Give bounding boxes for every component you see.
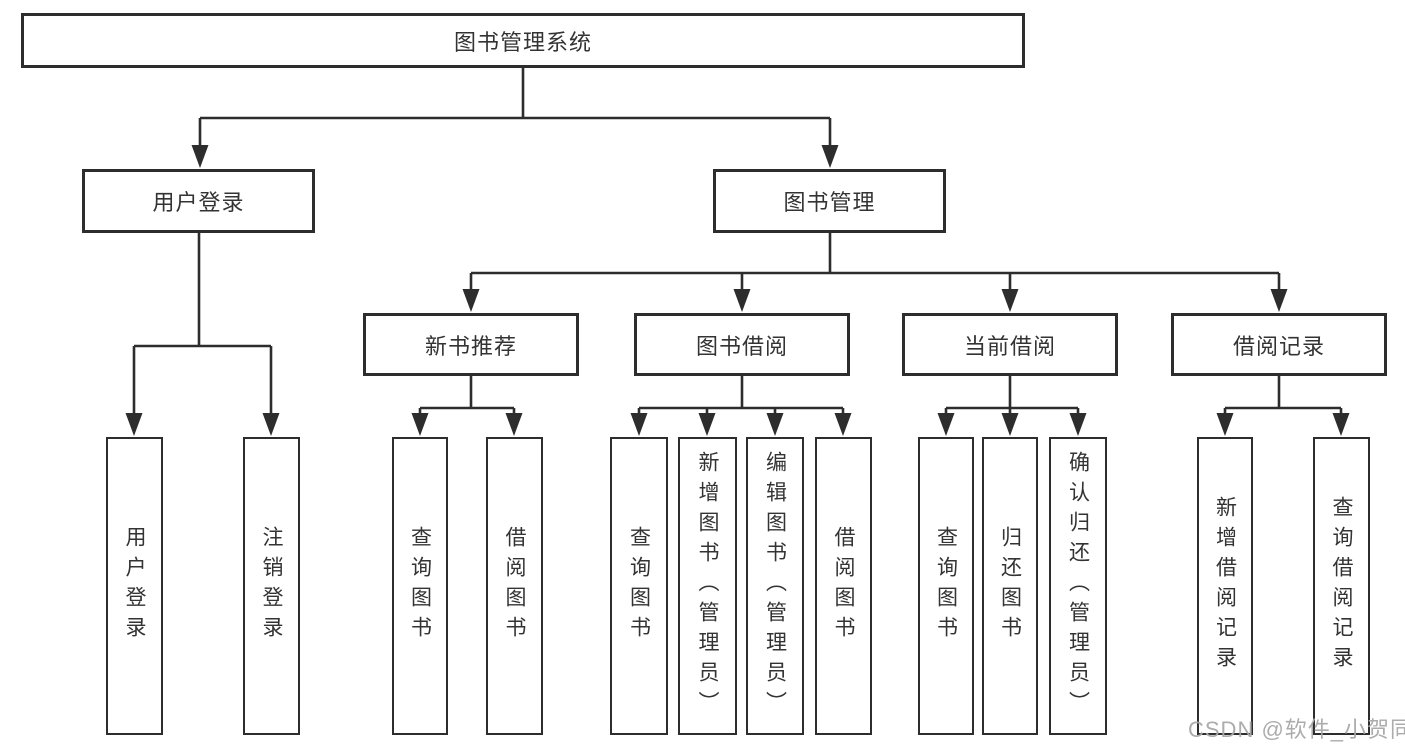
node-book-management: 图书管理 — [713, 169, 946, 233]
node-label: 用户登录 — [123, 526, 146, 646]
leaf-records-query-record: 查询借阅记录 — [1313, 437, 1370, 735]
node-label: 借阅图书 — [503, 526, 526, 646]
node-label: 查询图书 — [627, 526, 651, 646]
node-root: 图书管理系统 — [21, 13, 1025, 68]
leaf-records-add-record: 新增借阅记录 — [1197, 437, 1253, 735]
node-label: 图书管理系统 — [453, 29, 592, 55]
leaf-current-query-books: 查询图书 — [918, 437, 974, 735]
node-label: 图书管理 — [783, 190, 876, 215]
node-label: 图书借阅 — [695, 333, 788, 359]
node-label: 当前借阅 — [963, 333, 1056, 359]
leaf-user-login: 用户登录 — [106, 437, 163, 735]
leaf-current-return-books: 归还图书 — [982, 437, 1038, 735]
leaf-borrowing-borrow-books: 借阅图书 — [815, 437, 872, 735]
leaf-recommend-query-books: 查询图书 — [392, 437, 448, 735]
node-borrowing-records: 借阅记录 — [1171, 313, 1387, 376]
leaf-current-confirm-return-admin: 确认归还（管理员） — [1049, 437, 1107, 735]
node-current-borrowing: 当前借阅 — [902, 313, 1118, 376]
node-label: 编辑图书（管理员） — [763, 451, 787, 721]
node-label: 用户登录 — [152, 190, 245, 215]
node-label: 新书推荐 — [424, 333, 517, 359]
node-label: 确认归还（管理员） — [1066, 451, 1090, 721]
leaf-recommend-borrow-books: 借阅图书 — [486, 437, 543, 735]
node-label: 借阅图书 — [832, 526, 855, 646]
node-new-book-recommend: 新书推荐 — [363, 313, 579, 376]
node-label: 借阅记录 — [1232, 333, 1325, 359]
node-label: 查询借阅记录 — [1330, 496, 1353, 676]
leaf-borrowing-add-books-admin: 新增图书（管理员） — [678, 437, 737, 735]
leaf-borrowing-edit-books-admin: 编辑图书（管理员） — [746, 437, 804, 735]
node-label: 查询图书 — [934, 526, 958, 646]
leaf-logout: 注销登录 — [243, 437, 300, 735]
node-label: 新增借阅记录 — [1213, 496, 1237, 676]
node-label: 查询图书 — [408, 526, 432, 646]
node-user-login: 用户登录 — [82, 169, 315, 233]
node-label: 新增图书（管理员） — [696, 451, 719, 721]
node-book-borrowing: 图书借阅 — [634, 313, 850, 376]
csdn-watermark: CSDN @软件_小贺同学 — [1188, 717, 1405, 742]
arrowheads — [125, 145, 1350, 436]
node-label: 归还图书 — [998, 526, 1022, 646]
node-label: 注销登录 — [260, 526, 283, 646]
leaf-borrowing-query-books: 查询图书 — [610, 437, 668, 735]
